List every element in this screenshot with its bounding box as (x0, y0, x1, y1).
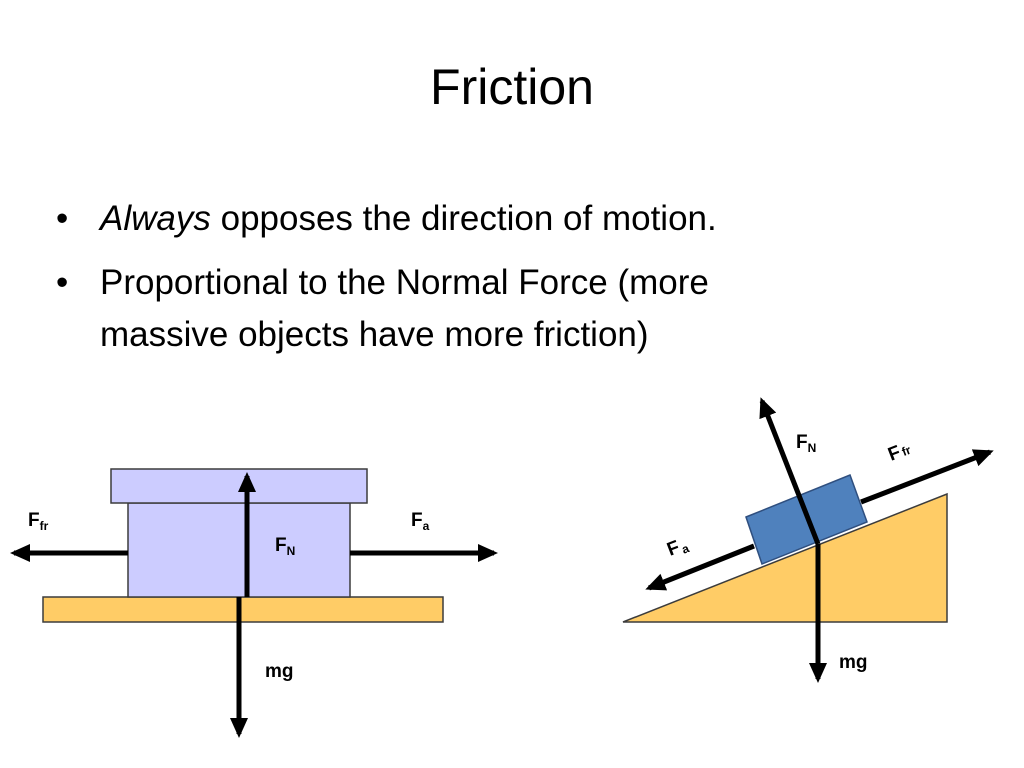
incline-weight-label: mg (839, 652, 868, 673)
bullet-list: • Always opposes the direction of motion… (56, 192, 956, 372)
friction-force-label: Ffr (28, 510, 49, 533)
bullet-dot: • (56, 263, 69, 302)
bullet-text-line: massive objects have more friction) (100, 315, 649, 354)
incline-friction-label: Ffr (885, 438, 914, 466)
slide-title: Friction (430, 59, 594, 115)
bullet-text-line: Proportional to the Normal Force (more (100, 263, 709, 302)
weight-label: mg (265, 661, 294, 682)
bullet-dot: • (56, 199, 69, 238)
bullet-emphasis: Always (100, 199, 211, 238)
bullet-item: • Proportional to the Normal Force (more… (56, 256, 956, 362)
flat-surface (42, 596, 444, 623)
incline-friction-arrow (860, 449, 994, 505)
flat-surface-diagram: Ffr Fa FN mg (10, 468, 498, 738)
incline-applied-force-label: Fa (664, 534, 691, 562)
box-body (127, 502, 351, 598)
incline-normal-force-label: FN (796, 432, 816, 455)
box-lid (110, 468, 368, 504)
incline-applied-force-arrow (645, 543, 755, 591)
normal-force-label: FN (275, 535, 295, 558)
bullet-item: • Always opposes the direction of motion… (56, 192, 956, 246)
incline-normal-force-arrow (759, 397, 821, 545)
incline-diagram: FN Ffr Fa mg (622, 397, 994, 683)
incline-ramp (622, 492, 948, 623)
bullet-text: opposes the direction of motion. (210, 199, 717, 238)
applied-force-label: Fa (411, 510, 430, 533)
